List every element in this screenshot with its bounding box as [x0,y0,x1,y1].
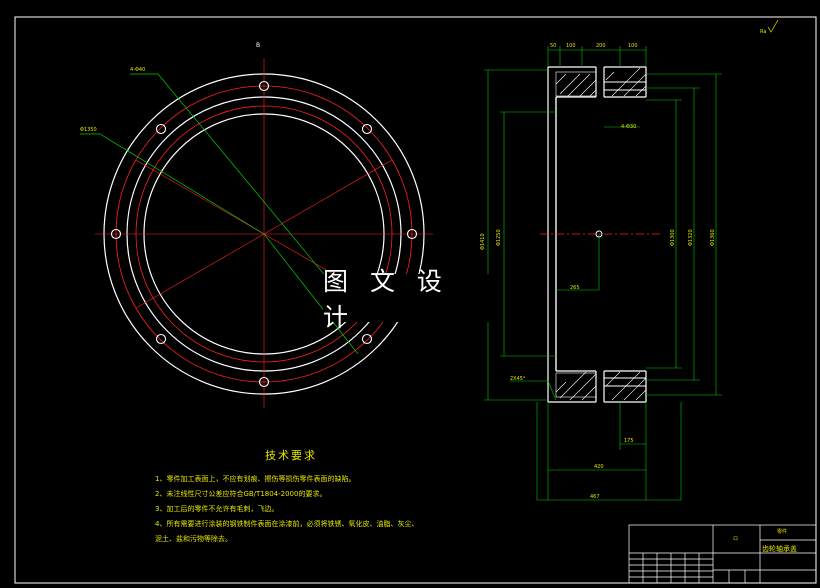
lead-label-a: 4-Φ40 [130,67,145,73]
watermark: 图 文 设 计 [323,267,495,332]
svg-text:4-Φ30: 4-Φ30 [621,124,636,130]
lead-label-b: Φ1350 [80,127,97,133]
section-bore [604,81,646,387]
tech-requirement-1: 1、零件加工表面上，不应有划痕、擦伤等损伤零件表面的缺陷。 [155,475,356,483]
tech-requirement-3: 3、加工后的零件不允许有毛刺，飞边。 [155,505,279,513]
svg-text:420: 420 [594,464,604,470]
tech-requirement-4: 4、所有需要进行涂装的钢铁制件表面在涂漆前，必须将铁锈、氧化皮、油脂、灰尘、 [155,520,419,528]
drawing-frame [14,16,817,584]
roughness-mark: Ra [760,29,766,35]
section-view: 50 100 200 100 4-Φ30 265 2X45° 420 467 1… [480,19,779,501]
hatch-block-top [555,71,597,97]
svg-text:175: 175 [624,438,634,444]
tech-requirement-2: 2、未注线性尺寸公差应符合GB/T1804-2000的要求。 [155,490,327,498]
tech-requirements-title: 技术要求 [265,449,317,462]
section-outline [547,66,647,403]
tech-requirement-4-cont: 泥土、盐和污物等除去。 [155,535,232,543]
bolt-holes [110,80,418,388]
title-block-top-right: 零件 [777,529,788,535]
svg-text:Φ1410: Φ1410 [480,233,486,250]
title-block-part-name: 齿轮轴承盖 [762,545,797,553]
svg-text:Φ1320: Φ1320 [688,229,694,246]
svg-text:Φ1360: Φ1360 [710,229,716,246]
svg-text:2X45°: 2X45° [510,376,526,382]
svg-text:Φ1250: Φ1250 [496,229,502,246]
svg-text:100: 100 [628,43,638,49]
svg-text:265: 265 [570,285,580,291]
title-block-box-mark: ロ [733,536,739,542]
plan-view: 4-Φ40 Φ1350 B [80,42,433,408]
hatch-block-bottom [555,372,597,398]
leader-lines [80,73,359,355]
roughness-symbol [767,19,779,33]
svg-text:467: 467 [590,494,600,500]
title-block [628,524,817,584]
dimension-texts: 50 100 200 100 4-Φ30 265 2X45° 420 467 1… [480,43,716,500]
svg-text:200: 200 [596,43,606,49]
section-hatch [555,67,647,401]
svg-text:100: 100 [566,43,576,49]
dimension-lines [484,46,722,501]
section-mark-top: B [256,42,260,49]
svg-text:50: 50 [550,43,556,49]
svg-text:Φ1300: Φ1300 [670,229,676,246]
